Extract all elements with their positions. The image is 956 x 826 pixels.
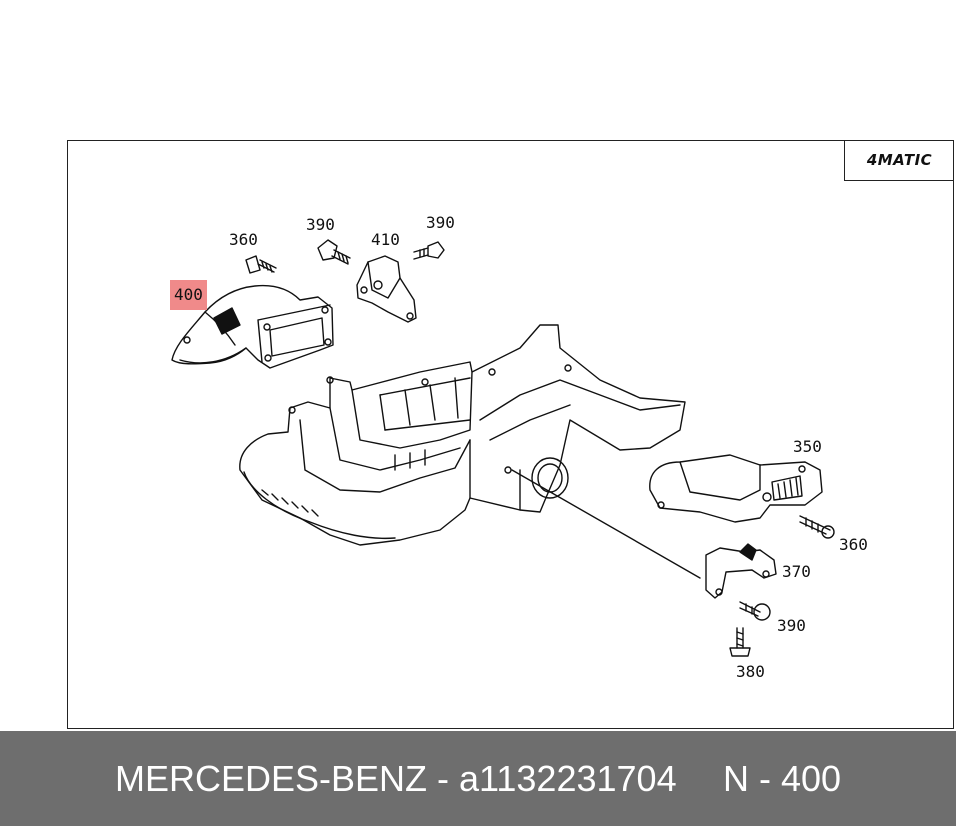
leader-line xyxy=(511,469,701,579)
diagram-frame xyxy=(67,140,954,729)
4matic-badge: 4MATIC xyxy=(844,140,954,181)
callout-390-top-right: 390 xyxy=(426,213,455,232)
position-text: N - 400 xyxy=(723,757,842,799)
callout-350: 350 xyxy=(793,437,822,456)
part-350-mount xyxy=(649,454,823,523)
footer-bar: MERCEDES-BENZ - a1132231704 N - 400 xyxy=(0,731,956,826)
callout-400-label: 400 xyxy=(170,280,207,310)
bolt-360-right xyxy=(799,515,835,539)
callout-390-right: 390 xyxy=(777,616,806,635)
callout-380: 380 xyxy=(736,662,765,681)
bolt-390-right xyxy=(739,601,771,621)
oil-pan-assembly xyxy=(239,324,686,546)
callout-400: 400 xyxy=(170,280,207,310)
callout-360-right: 360 xyxy=(839,535,868,554)
bolt-390-top-left xyxy=(317,239,351,265)
callout-360-top: 360 xyxy=(229,230,258,249)
part-410-bracket xyxy=(356,255,417,323)
callout-390-top-left: 390 xyxy=(306,215,335,234)
bolt-380 xyxy=(729,627,751,657)
bolt-390-top-right xyxy=(413,241,445,260)
part-400-bracket xyxy=(171,284,334,369)
part-number-text: MERCEDES-BENZ - a1132231704 xyxy=(115,757,677,799)
part-370-bracket xyxy=(705,543,777,599)
bolt-360-top xyxy=(245,255,277,274)
callout-410: 410 xyxy=(371,230,400,249)
callout-370: 370 xyxy=(782,562,811,581)
